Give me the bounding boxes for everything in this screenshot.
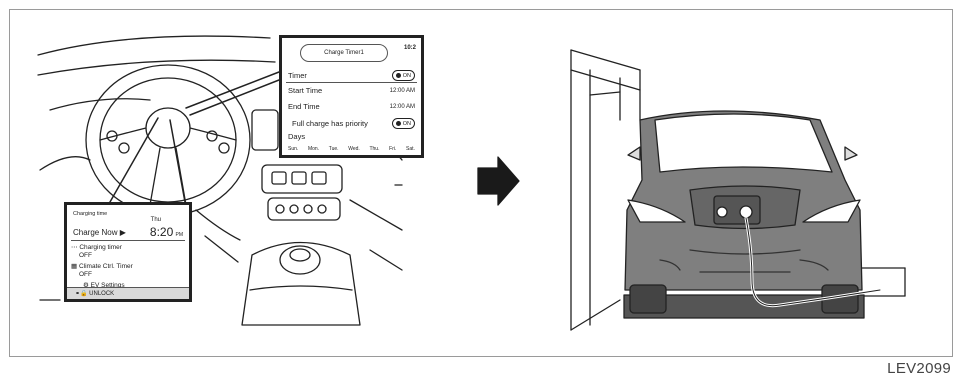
car-drawing bbox=[624, 111, 880, 318]
climate-timer-value: OFF bbox=[71, 271, 92, 278]
figure-code: LEV2099 bbox=[887, 360, 951, 377]
timer-toggle[interactable]: ON bbox=[392, 70, 415, 81]
day-mon[interactable]: Mon. bbox=[308, 146, 319, 152]
clock-readout: 10:2 bbox=[404, 45, 416, 51]
day-wed[interactable]: Wed. bbox=[348, 146, 360, 152]
end-time-value: 12:00 AM bbox=[390, 104, 415, 110]
full-charge-toggle-state: ON bbox=[403, 121, 411, 127]
end-time-label: End Time bbox=[288, 102, 320, 111]
day-selector[interactable]: Sun. Mon. Tue. Wed. Thu. Fri. Sat. bbox=[288, 146, 415, 152]
day-sat[interactable]: Sat. bbox=[406, 146, 415, 152]
divider bbox=[286, 82, 417, 83]
toggle-knob-icon bbox=[396, 73, 401, 78]
full-charge-toggle[interactable]: ON bbox=[392, 118, 415, 129]
end-time-row[interactable]: End Time 12:00 AM bbox=[288, 102, 415, 111]
right-arrow-icon bbox=[478, 157, 519, 205]
climate-timer-label: Climate Ctrl. Timer bbox=[79, 263, 133, 270]
charging-status-screen: Charging time Thu Charge Now ▶ 8:20 PM ⋯… bbox=[64, 202, 192, 302]
days-label: Days bbox=[288, 132, 305, 141]
start-time-row[interactable]: Start Time 12:00 AM bbox=[288, 86, 415, 95]
toggle-knob-icon bbox=[396, 121, 401, 126]
climate-timer-item[interactable]: ▦ Climate Ctrl. Timer OFF bbox=[71, 263, 133, 279]
day-fri[interactable]: Fri. bbox=[389, 146, 396, 152]
charge-timer-screen: Charge Timer1 10:2 Timer ON Start Time 1… bbox=[279, 35, 424, 158]
timer-row[interactable]: Timer ON bbox=[288, 70, 415, 81]
day-sun[interactable]: Sun. bbox=[288, 146, 298, 152]
timer-label: Timer bbox=[288, 71, 307, 80]
unlock-label: UNLOCK bbox=[89, 291, 114, 297]
charging-timer-icon: ⋯ bbox=[71, 244, 78, 251]
day-label: Thu bbox=[151, 217, 161, 223]
timer-toggle-state: ON bbox=[403, 73, 411, 79]
unlock-bar[interactable]: ⚭🔒 UNLOCK bbox=[67, 287, 189, 299]
climate-timer-icon: ▦ bbox=[71, 263, 77, 270]
screen-title: Charge Timer1 bbox=[300, 44, 388, 62]
full-charge-label: Full charge has priority bbox=[292, 119, 368, 128]
clock-suffix: PM bbox=[176, 232, 184, 238]
start-time-label: Start Time bbox=[288, 86, 322, 95]
day-tue[interactable]: Tue. bbox=[329, 146, 339, 152]
plug-lock-icon: ⚭🔒 bbox=[75, 291, 88, 297]
full-charge-row[interactable]: Full charge has priority ON bbox=[292, 118, 415, 129]
day-thu[interactable]: Thu. bbox=[369, 146, 379, 152]
clock-time: 8:20 bbox=[150, 225, 173, 239]
charging-timer-item[interactable]: ⋯ Charging timer OFF bbox=[71, 244, 122, 260]
day-row: Thu bbox=[73, 217, 183, 223]
charge-now-button[interactable]: Charge Now ▶ bbox=[73, 228, 126, 237]
days-row: Days bbox=[288, 132, 415, 141]
charging-timer-value: OFF bbox=[71, 252, 92, 259]
divider bbox=[71, 240, 185, 241]
clock-display: 8:20 PM bbox=[150, 225, 183, 239]
charge-now-row[interactable]: Charge Now ▶ 8:20 PM bbox=[73, 225, 183, 239]
start-time-value: 12:00 AM bbox=[390, 88, 415, 94]
charging-timer-label: Charging timer bbox=[79, 244, 122, 251]
